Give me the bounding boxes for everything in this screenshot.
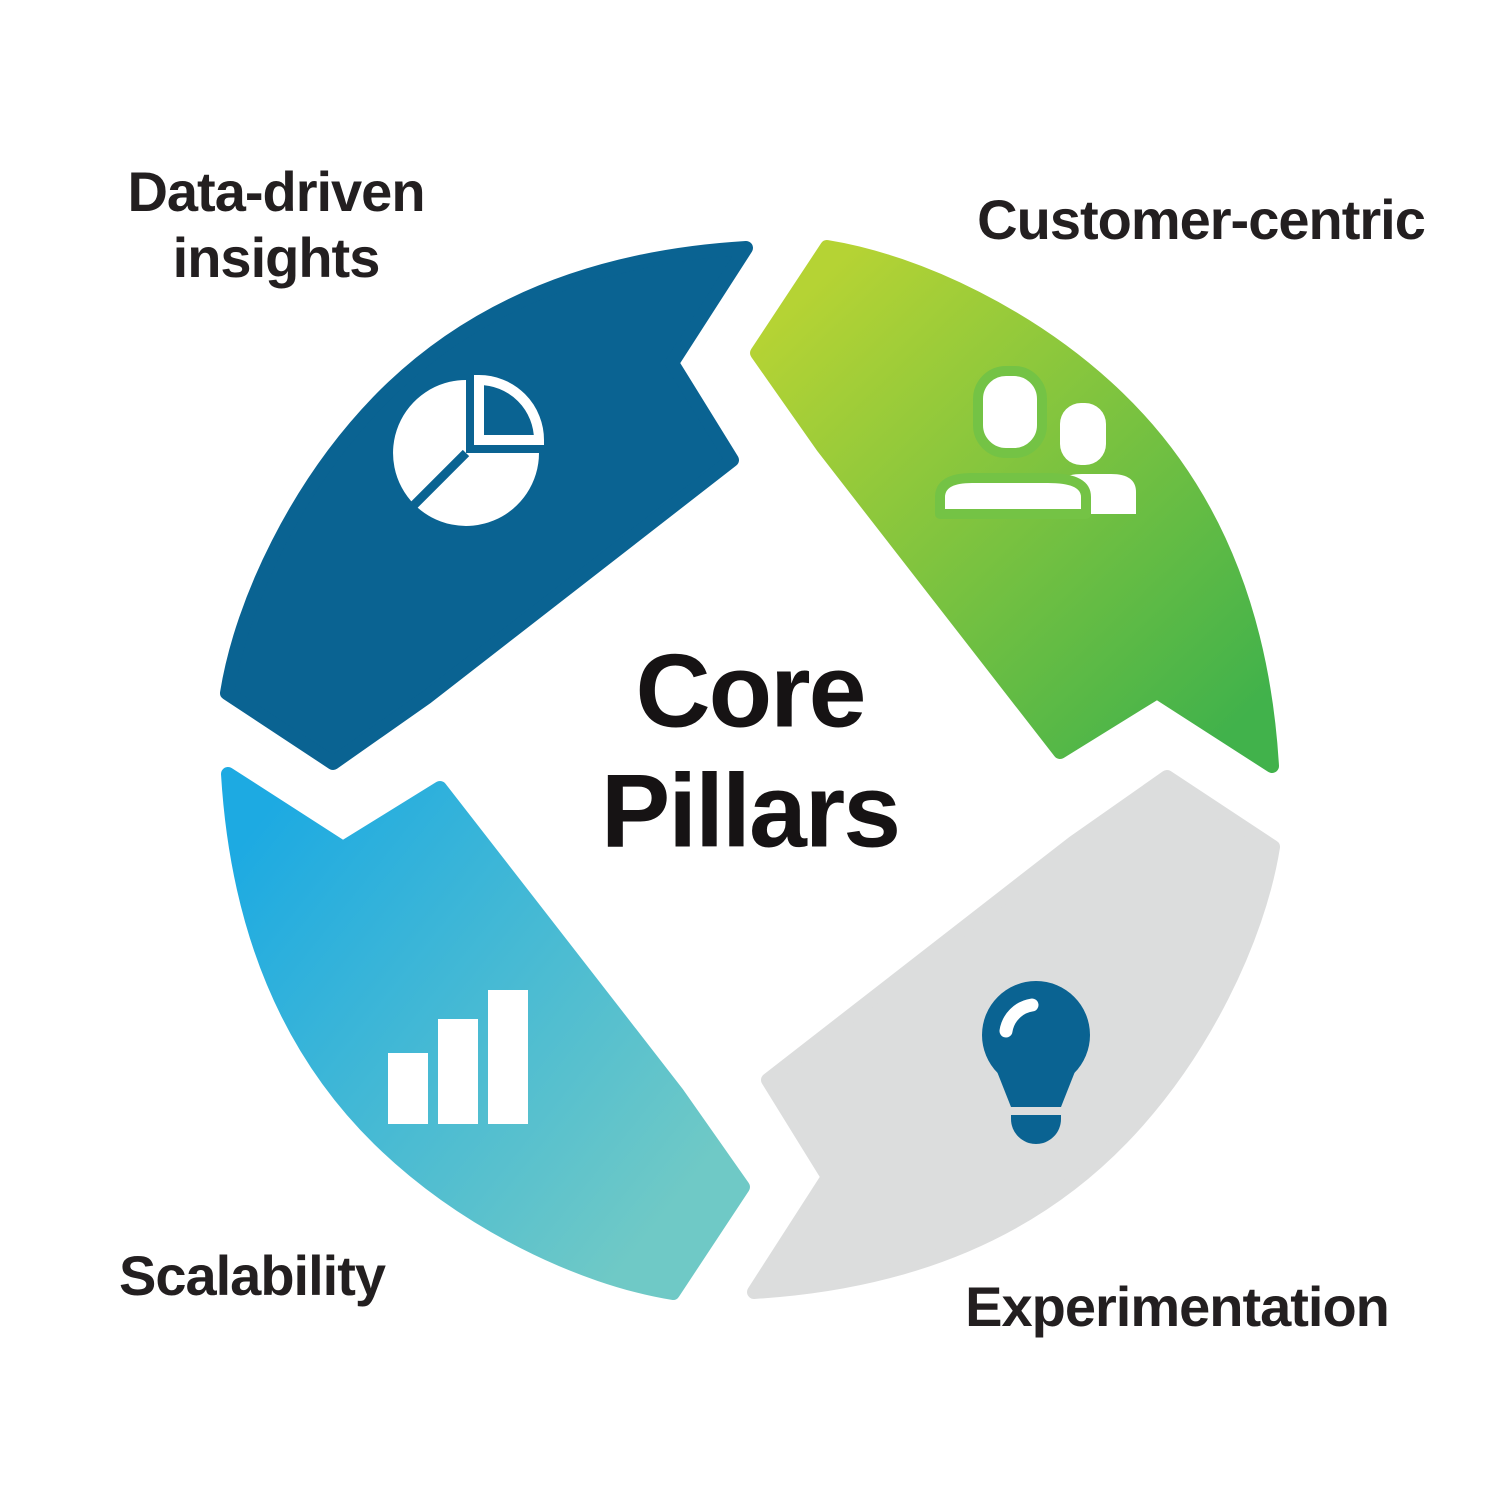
- pillar-label-customer-centric: Customer-centric: [977, 187, 1426, 251]
- pillar-label-scalability: Scalability: [118, 1243, 386, 1307]
- pillar-label-experimentation: Experimentation: [965, 1274, 1390, 1338]
- diagram-center-title: Core Pillars: [600, 633, 901, 869]
- bar-chart-icon: [388, 990, 528, 1124]
- pillar-label-data-driven-insights: Data-driven insights: [127, 159, 425, 289]
- segment-scalability: [221, 767, 750, 1300]
- two-users-icon: [935, 366, 1136, 519]
- lightbulb-icon: [982, 981, 1090, 1144]
- pie-chart-icon: [393, 374, 545, 526]
